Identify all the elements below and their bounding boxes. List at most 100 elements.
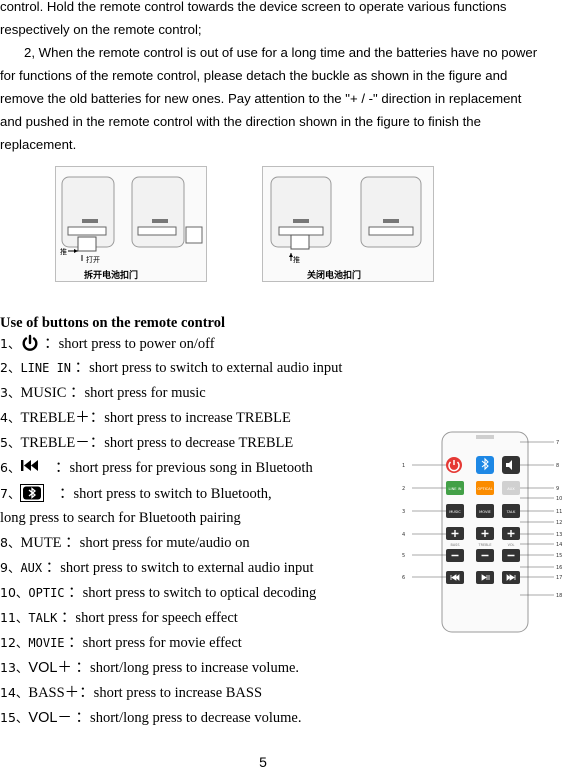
button-description: ：short press to switch to external audio… — [71, 360, 343, 376]
remote-callout: 1 — [402, 463, 405, 469]
button-description: ：short press to switch to Bluetooth, — [58, 486, 272, 502]
button-list-item: 11、TALK ：short press for speech effect — [0, 609, 238, 627]
intro-line: replacement. — [0, 137, 77, 152]
intro-line: 2, When the remote control is out of use… — [24, 45, 538, 60]
remote-callout: 9 — [556, 486, 559, 492]
remote-talk-button — [502, 504, 520, 518]
svg-text:LINE IN: LINE IN — [449, 487, 462, 491]
battery-figures: 推 打开 拆开电池扣门 推 关闭电池扣门 — [55, 166, 435, 282]
button-key-label: AUX — [20, 561, 43, 575]
remote-movie-button — [476, 504, 494, 518]
remote-callout: 11 — [556, 509, 562, 515]
section-heading: Use of buttons on the remote control — [0, 315, 225, 331]
button-description: ：short press to switch to external audio… — [42, 560, 314, 576]
button-key-label: TALK — [28, 611, 58, 625]
button-list-item: 15、VOL－ ：short/long press to decrease vo… — [0, 709, 301, 727]
svg-text:MUSIC: MUSIC — [449, 510, 461, 514]
item-number: 12、 — [0, 635, 29, 650]
item-number: 8、 — [0, 535, 21, 550]
remote-callout: 7 — [556, 440, 559, 446]
svg-text:MOVIE: MOVIE — [479, 510, 491, 514]
button-list-item: 9、AUX ：short press to switch to external… — [0, 559, 314, 577]
battery-open-caption: 拆开电池扣门 — [84, 271, 139, 281]
item-number: 1、 — [0, 336, 21, 351]
button-description: ：short press for movie effect — [64, 635, 242, 651]
button-list-item: 6、 ：short press for previous song in Blu… — [0, 459, 313, 477]
remote-callout: 13 — [556, 532, 562, 538]
item-number: 15、 — [0, 710, 29, 725]
button-key-label: VOL＋ — [28, 660, 72, 676]
item-number: 2、 — [0, 360, 21, 375]
button-list-item: 12、MOVIE ：short press for movie effect — [0, 634, 242, 652]
button-description: ：short press to switch to optical decodi… — [64, 585, 317, 601]
button-list-item: 4、TREBLE＋：short press to increase TREBLE — [0, 409, 291, 427]
button-description: ：short press to decrease TREBLE — [89, 435, 294, 451]
button-description: long press to search for Bluetooth pairi… — [0, 510, 241, 526]
button-list-item: 1、 ：short press to power on/off — [0, 334, 215, 353]
push-label: 推 — [293, 256, 300, 264]
item-number: 5、 — [0, 435, 21, 450]
button-key-label: MUTE — [20, 535, 62, 551]
button-description: ：short press to increase BASS — [79, 685, 263, 701]
button-list-item: 2、LINE IN ：short press to switch to exte… — [0, 359, 342, 377]
remote-callout: 3 — [402, 509, 405, 515]
remote-music-button — [446, 504, 464, 518]
button-key-label: TREBLE－ — [20, 435, 90, 451]
button-key-label: VOL－ — [28, 710, 72, 726]
button-key-label: LINE IN — [20, 361, 72, 375]
battery-close-caption: 关闭电池扣门 — [307, 271, 362, 281]
item-number: 13、 — [0, 660, 29, 675]
push-label: 推 — [60, 248, 67, 256]
item-number: 10、 — [0, 585, 29, 600]
button-description: ：short press for speech effect — [57, 610, 238, 626]
button-list-item: 7、 ：short press to switch to Bluetooth, — [0, 484, 272, 503]
open-label: 打开 — [86, 256, 100, 264]
remote-callout: 2 — [402, 486, 405, 492]
button-list-item: 13、VOL＋ ：short/long press to increase vo… — [0, 659, 299, 677]
item-number: 7、 — [0, 486, 21, 501]
remote-callout: 12 — [556, 520, 562, 526]
page-number: 5 — [259, 754, 267, 770]
svg-text:TREBLE: TREBLE — [478, 543, 492, 547]
remote-callout: 16 — [556, 565, 562, 571]
remote-callout: 15 — [556, 553, 562, 559]
button-description: ：short press to power on/off — [44, 336, 215, 352]
button-list-item: 5、TREBLE－：short press to decrease TREBLE — [0, 434, 293, 452]
item-number: 4、 — [0, 410, 21, 425]
remote-callout: 6 — [402, 575, 405, 581]
button-description: ：short/long press to decrease volume. — [71, 710, 302, 726]
button-key-label: BASS＋ — [28, 685, 80, 701]
svg-text:BASS: BASS — [451, 543, 460, 547]
battery-open-figure: 推 打开 拆开电池扣门 — [55, 166, 207, 282]
battery-open-illustration — [61, 176, 203, 261]
button-list-item: 10、OPTIC ：short press to switch to optic… — [0, 584, 316, 602]
svg-text:VOL: VOL — [508, 543, 515, 547]
power-icon — [20, 334, 40, 352]
button-key-label: MOVIE — [28, 636, 65, 650]
button-description: ：short press for music — [66, 385, 206, 401]
remote-control-illustration: LINE IN OPTICAL AUX MUSIC MOVIE TALK BAS… — [398, 428, 564, 640]
intro-line: respectively on the remote control; — [0, 22, 202, 37]
button-description: ：short press to increase TREBLE — [89, 410, 291, 426]
remote-callout: 8 — [556, 463, 559, 469]
button-key-label: TREBLE＋ — [20, 410, 90, 426]
button-description: ：short/long press to increase volume. — [71, 660, 300, 676]
item-number: 3、 — [0, 385, 21, 400]
remote-callout: 10 — [556, 496, 562, 502]
button-list-item: 8、MUTE ：short press for mute/audio on — [0, 534, 250, 552]
button-list-item: 3、MUSIC ：short press for music — [0, 384, 206, 402]
remote-aux-button — [502, 481, 520, 495]
button-list-item: long press to search for Bluetooth pairi… — [0, 509, 241, 527]
item-number: 6、 — [0, 460, 21, 475]
remote-callout: 17 — [556, 575, 562, 581]
item-number: 14、 — [0, 685, 29, 700]
remote-optical-button — [476, 481, 494, 495]
battery-close-illustration — [270, 176, 422, 261]
battery-close-figure: 推 关闭电池扣门 — [262, 166, 434, 282]
intro-line: remove the old batteries for new ones. P… — [0, 91, 522, 106]
intro-line: for functions of the remote control, ple… — [0, 68, 508, 83]
intro-line: and pushed in the remote control with th… — [0, 114, 481, 129]
item-number: 9、 — [0, 560, 21, 575]
button-key-label: OPTIC — [28, 586, 65, 600]
button-list-item: 14、BASS＋：short press to increase BASS — [0, 684, 262, 702]
